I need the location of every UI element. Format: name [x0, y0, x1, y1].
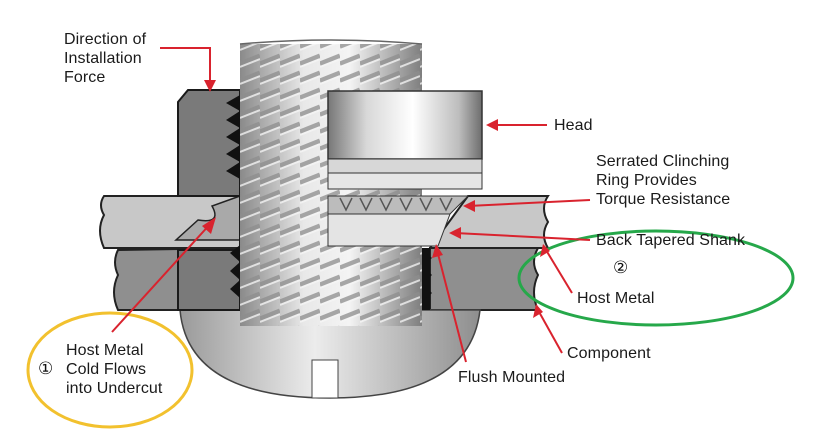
dome-slot: [311, 359, 339, 399]
marker-one: ①: [38, 359, 54, 379]
host-metal-plate: [99, 194, 550, 249]
label-head: Head: [554, 117, 593, 134]
thread-teeth-left: [226, 95, 240, 298]
label-back-tapered-shank: Back Tapered Shank: [596, 232, 746, 249]
label-serrated-clinching-ring: Serrated Clinching Ring Provides Torque …: [596, 153, 731, 208]
green-highlight-circle: [517, 229, 795, 327]
label-component: Component: [567, 345, 651, 362]
label-flush-mounted: Flush Mounted: [458, 369, 566, 386]
label-host-metal-right: Host Metal: [577, 290, 655, 307]
marker-two: ②: [613, 258, 629, 278]
label-direction-of-installation-force: Direction of Installation Force: [64, 31, 147, 86]
nut-section-left: [177, 89, 241, 311]
fastener-head: [327, 90, 483, 247]
callout-arrows: [111, 47, 591, 363]
label-host-metal-cold-flows: Host Metal Cold Flows into Undercut: [66, 342, 163, 397]
yellow-highlight-circle: [26, 311, 194, 429]
